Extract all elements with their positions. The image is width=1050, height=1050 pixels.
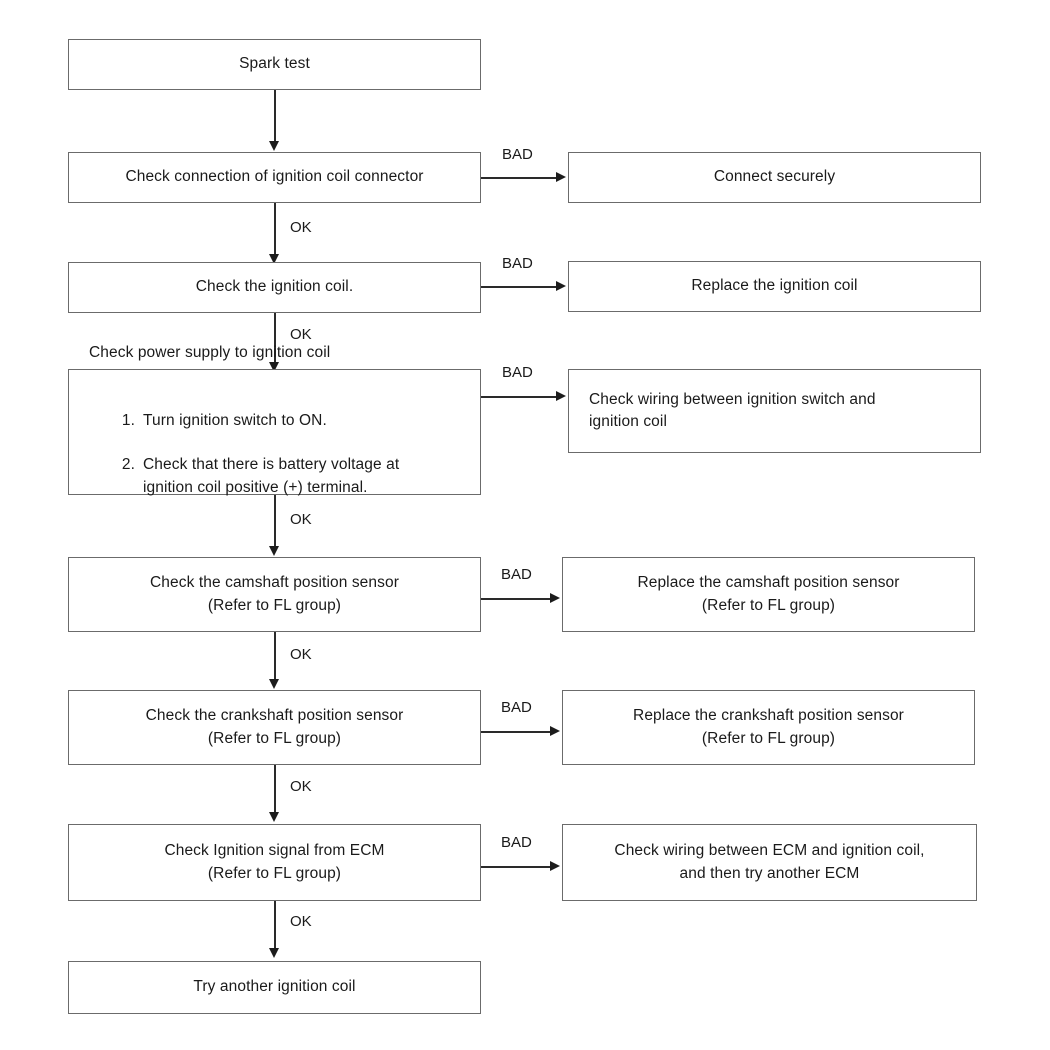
node-check-camshaft-sensor-label: Check the camshaft position sensor (Refe…: [150, 574, 399, 614]
node-check-power-supply-title: Check power supply to ignition coil: [89, 344, 331, 362]
connector-bad-2: [481, 286, 557, 288]
node-spark-test[interactable]: Spark test: [68, 39, 481, 90]
connector-ok-3: [274, 495, 276, 550]
edge-label-ok-6: OK: [290, 913, 312, 930]
list-item: 2. Check that there is battery voltage a…: [89, 454, 470, 499]
node-connect-securely[interactable]: Connect securely: [568, 152, 981, 203]
node-check-coil[interactable]: Check the ignition coil.: [68, 262, 481, 313]
edge-label-ok-3: OK: [290, 511, 312, 528]
node-replace-crankshaft-sensor[interactable]: Replace the crankshaft position sensor (…: [562, 690, 975, 765]
connector-bad-6: [481, 866, 551, 868]
node-check-coil-label: Check the ignition coil.: [195, 278, 354, 296]
node-replace-coil-label: Replace the ignition coil: [691, 277, 858, 295]
edge-label-ok-1: OK: [290, 219, 312, 236]
arrow-bad-4: [550, 593, 560, 604]
step-number: 2.: [121, 456, 135, 474]
node-check-ecm-signal[interactable]: Check Ignition signal from ECM (Refer to…: [68, 824, 481, 901]
node-replace-crankshaft-sensor-label: Replace the crankshaft position sensor (…: [633, 707, 904, 747]
edge-label-bad-6: BAD: [501, 834, 532, 851]
arrow-ok-6: [269, 948, 280, 958]
edge-label-bad-3: BAD: [502, 364, 533, 381]
connector-start-to-connector: [274, 90, 276, 142]
node-check-wiring-ecm-label: Check wiring between ECM and ignition co…: [614, 842, 925, 882]
edge-label-ok-5: OK: [290, 778, 312, 795]
connector-ok-5: [274, 765, 276, 815]
node-check-ecm-signal-label: Check Ignition signal from ECM (Refer to…: [164, 842, 385, 882]
arrow-bad-6: [550, 861, 560, 872]
node-replace-camshaft-sensor-label: Replace the camshaft position sensor (Re…: [637, 574, 900, 614]
node-spark-test-label: Spark test: [239, 55, 310, 73]
arrow-bad-1: [556, 172, 566, 183]
arrow-ok-1: [269, 254, 280, 264]
connector-ok-4: [274, 632, 276, 682]
node-connect-securely-label: Connect securely: [713, 168, 836, 186]
arrow-bad-2: [556, 281, 566, 292]
connector-ok-6: [274, 901, 276, 951]
connector-ok-2: [274, 313, 276, 366]
edge-label-ok-4: OK: [290, 646, 312, 663]
step-text: Turn ignition switch to ON.: [143, 411, 327, 429]
edge-label-bad-2: BAD: [502, 255, 533, 272]
edge-label-bad-4: BAD: [501, 566, 532, 583]
step-number: 1.: [121, 411, 135, 429]
edge-label-bad-1: BAD: [502, 146, 533, 163]
arrow-start-to-connector: [269, 141, 280, 151]
node-check-connector-label: Check connection of ignition coil connec…: [125, 168, 424, 186]
node-try-another-coil-label: Try another ignition coil: [193, 978, 356, 996]
node-check-connector[interactable]: Check connection of ignition coil connec…: [68, 152, 481, 203]
node-replace-coil[interactable]: Replace the ignition coil: [568, 261, 981, 312]
node-try-another-coil[interactable]: Try another ignition coil: [68, 961, 481, 1014]
step-text: Check that there is battery voltage at i…: [143, 456, 400, 496]
arrow-bad-5: [550, 726, 560, 737]
node-check-wiring-ignition-switch[interactable]: Check wiring between ignition switch and…: [568, 369, 981, 453]
connector-bad-5: [481, 731, 551, 733]
connector-ok-1: [274, 203, 276, 255]
arrow-ok-3: [269, 546, 280, 556]
node-replace-camshaft-sensor[interactable]: Replace the camshaft position sensor (Re…: [562, 557, 975, 632]
connector-bad-1: [481, 177, 557, 179]
node-check-camshaft-sensor[interactable]: Check the camshaft position sensor (Refe…: [68, 557, 481, 632]
node-check-crankshaft-sensor-label: Check the crankshaft position sensor (Re…: [145, 707, 404, 747]
node-check-crankshaft-sensor[interactable]: Check the crankshaft position sensor (Re…: [68, 690, 481, 765]
arrow-ok-4: [269, 679, 280, 689]
arrow-ok-5: [269, 812, 280, 822]
edge-label-ok-2: OK: [290, 326, 312, 343]
arrow-bad-3: [556, 391, 566, 402]
power-supply-step-list: 1. Turn ignition switch to ON. 2. Check …: [89, 387, 470, 522]
node-check-wiring-ignition-switch-label: Check wiring between ignition switch and…: [589, 390, 876, 430]
edge-label-bad-5: BAD: [501, 699, 532, 716]
arrow-ok-2: [269, 362, 280, 372]
node-check-power-supply[interactable]: Check power supply to ignition coil 1. T…: [68, 344, 481, 496]
connector-bad-4: [481, 598, 551, 600]
node-check-wiring-ecm[interactable]: Check wiring between ECM and ignition co…: [562, 824, 977, 901]
connector-bad-3: [481, 396, 557, 398]
list-item: 1. Turn ignition switch to ON.: [89, 410, 470, 432]
